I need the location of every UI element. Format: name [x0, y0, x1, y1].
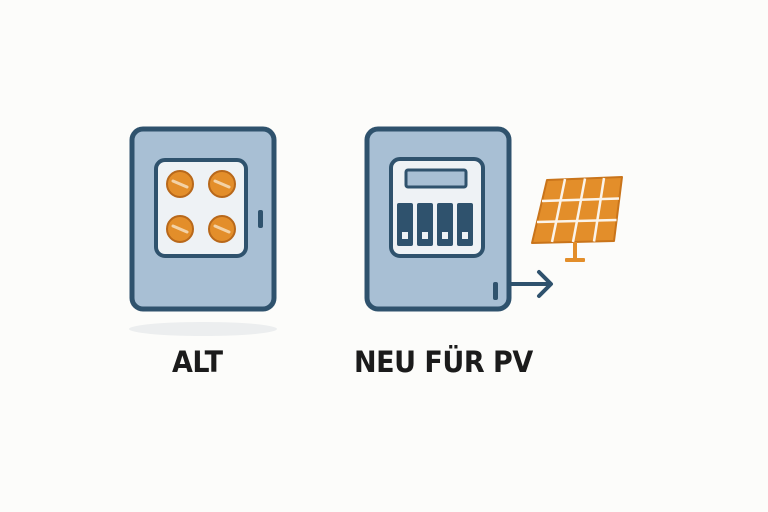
new-cabinet-handle: [493, 282, 498, 300]
breaker-icon: [457, 203, 473, 246]
old-fuse-cabinet-icon: [129, 126, 277, 336]
fuse-icon: [166, 170, 194, 198]
new-meter-cabinet-icon: [364, 126, 512, 312]
fuse-icon: [208, 215, 236, 243]
label-new: NEU FÜR PV: [354, 345, 533, 379]
solar-panel-frame: [531, 176, 623, 244]
breaker-icon: [397, 203, 413, 246]
solar-panel-pole: [573, 242, 577, 260]
fuse-icon: [166, 215, 194, 243]
old-fuse-panel: [154, 158, 248, 258]
label-old: ALT: [172, 345, 223, 379]
old-cabinet-handle: [258, 210, 263, 228]
solar-panel-icon: [531, 176, 623, 262]
solar-panel-base: [565, 258, 585, 262]
breaker-icon: [437, 203, 453, 246]
meter-display: [404, 168, 468, 189]
breaker-icon: [417, 203, 433, 246]
fuse-icon: [208, 170, 236, 198]
old-cabinet-shadow: [129, 322, 277, 336]
arrow-right-icon: [507, 270, 553, 298]
